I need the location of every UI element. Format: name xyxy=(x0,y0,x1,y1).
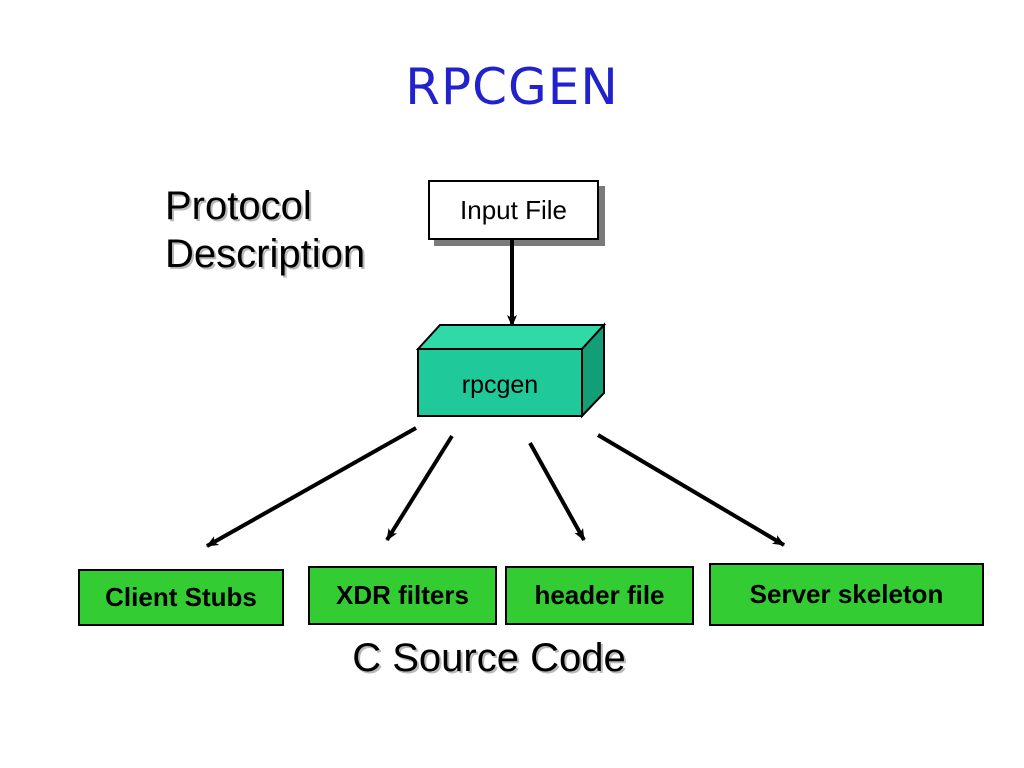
arrow-to-xdr-filters xyxy=(385,434,454,542)
xdr-filters-box: XDR filters xyxy=(308,566,497,625)
client-stubs-box: Client Stubs xyxy=(78,569,284,626)
rpcgen-box-top xyxy=(415,324,607,350)
arrow-to-header-file xyxy=(528,442,586,541)
arrow-to-client-stubs xyxy=(206,426,417,548)
rpcgen-label: rpcgen xyxy=(462,371,538,399)
protocol-description-label: Protocol Description xyxy=(165,182,365,278)
server-skeleton-box: Server skeleton xyxy=(709,563,984,626)
rpcgen-box-front xyxy=(417,348,583,417)
protocol-description-line-2: Description xyxy=(165,232,366,276)
rpcgen-box: rpcgen xyxy=(415,322,607,419)
slide-title: RPCGEN xyxy=(405,58,619,116)
header-file-box: header file xyxy=(505,566,694,625)
arrow-to-server-skeleton xyxy=(596,433,786,547)
protocol-description-line-1: Protocol xyxy=(165,184,312,228)
c-source-code-label: C Source Code xyxy=(352,636,626,680)
